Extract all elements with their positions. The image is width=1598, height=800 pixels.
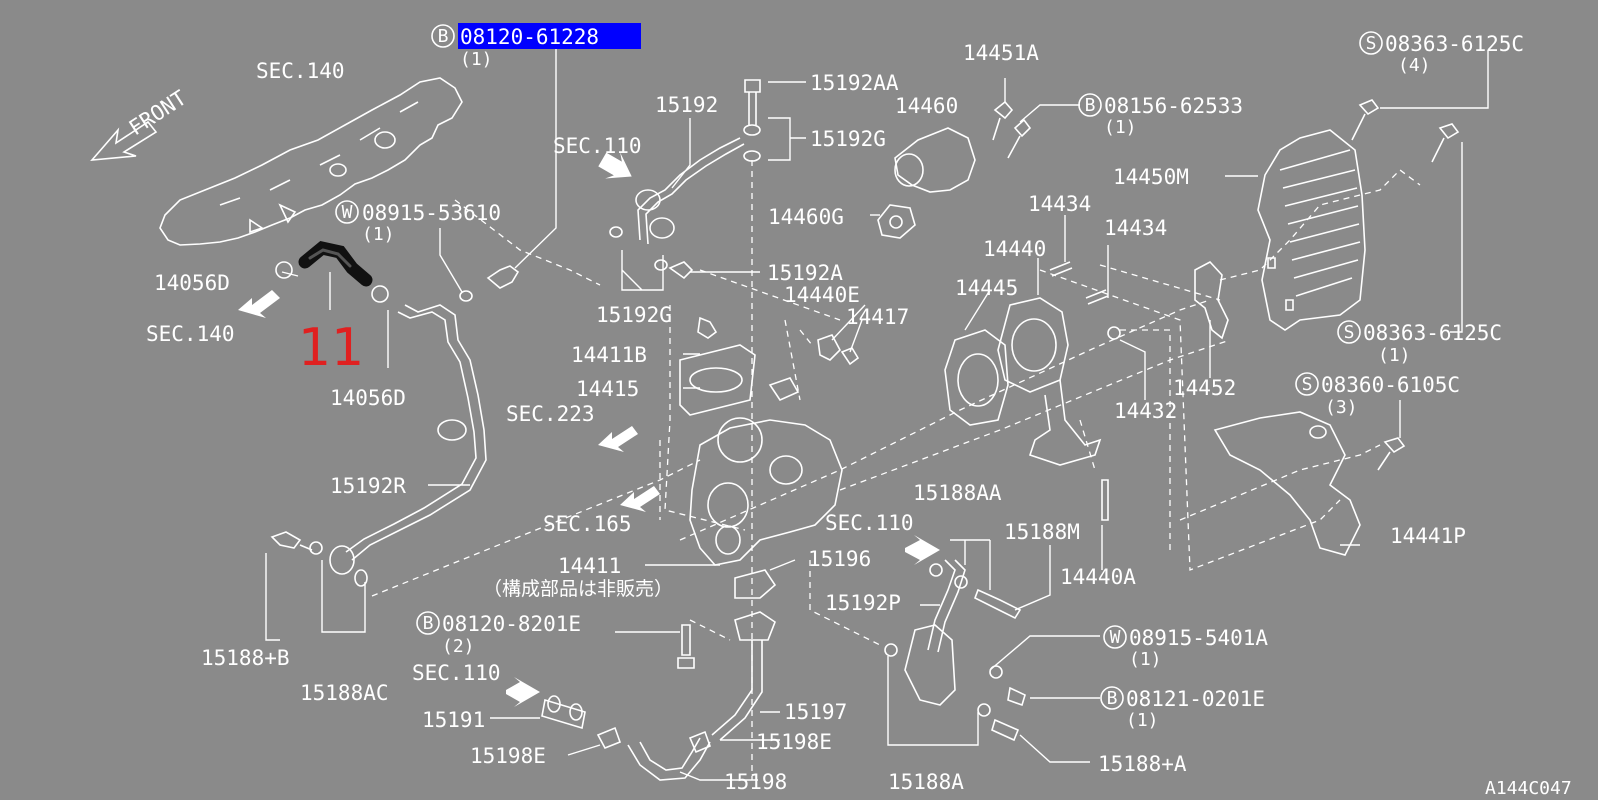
label-15192AA: 15192AA (810, 71, 899, 95)
label-14441P: 14441P (1390, 524, 1466, 548)
assembly-lines (371, 169, 1421, 646)
front-arrow (90, 120, 158, 161)
label-sec110-top: SEC.110 (553, 134, 642, 158)
label-15198E-left: 15198E (470, 744, 546, 768)
label-15188AA: 15188AA (913, 481, 1002, 505)
selection-highlight (458, 23, 641, 49)
label-14440A: 14440A (1060, 565, 1136, 589)
label-b08121-0201E-prefix: B (1107, 688, 1118, 709)
label-w08915-5401A: 08915-5401A (1129, 626, 1268, 650)
arrow-sec110-top (598, 152, 632, 179)
label-w08915-53610-qty: (1) (362, 224, 395, 245)
label-15192P: 15192P (825, 591, 901, 615)
label-15192G-bottom: 15192G (596, 303, 672, 327)
label-14056D-a: 14056D (154, 271, 230, 295)
label-s08360-6105C-prefix: S (1302, 374, 1313, 395)
heat-cover-14450M (1257, 129, 1366, 331)
label-b08156-62533-prefix: B (1085, 95, 1096, 116)
label-14432: 14432 (1114, 399, 1177, 423)
label-14460G: 14460G (768, 205, 844, 229)
label-15192A: 15192A (767, 261, 843, 285)
label-sec223: SEC.223 (506, 402, 595, 426)
label-14434-b: 14434 (1104, 216, 1167, 240)
exhaust-manifold (159, 77, 463, 246)
label-s08363-6125C-top: 08363-6125C (1385, 32, 1524, 56)
part-drawings (90, 77, 1460, 781)
label-15188B: 15188+B (201, 646, 290, 670)
label-sec110-bottom: SEC.110 (412, 661, 501, 685)
egr-valve-14411 (689, 419, 843, 566)
label-s08363-6125C-top-prefix: S (1366, 33, 1377, 54)
label-15192G-top: 15192G (810, 127, 886, 151)
label-14460: 14460 (895, 94, 958, 118)
label-b08156-62533-qty: (1) (1104, 117, 1137, 138)
callout-number: 11 (298, 318, 364, 378)
arrow-sec165 (620, 486, 660, 512)
label-14451A: 14451A (963, 41, 1039, 65)
label-15192R: 15192R (330, 474, 406, 498)
label-15191: 15191 (422, 708, 485, 732)
label-w08915-5401A-qty: (1) (1129, 649, 1162, 670)
highlighted-part-number[interactable]: B 08120-61228 (1) (431, 23, 641, 70)
label-w08915-53610-prefix: W (342, 202, 353, 223)
label-sec110-mid: SEC.110 (825, 511, 914, 535)
part-labels: FRONT SEC.140 14056D SEC.140 14056D W 08… (125, 31, 1572, 799)
label-15192: 15192 (655, 93, 718, 117)
label-14411-note: （構成部品は非販売） (483, 578, 673, 600)
label-s08363-6125C-bottom-prefix: S (1344, 322, 1355, 343)
label-15188plusA: 15188+A (1098, 752, 1187, 776)
arrow-sec140-left (238, 290, 280, 318)
label-b08121-0201E: 08121-0201E (1126, 687, 1265, 711)
label-15196: 15196 (808, 547, 871, 571)
label-14445: 14445 (955, 276, 1018, 300)
label-15188A: 15188A (888, 770, 964, 794)
label-w08915-5401A-prefix: W (1110, 627, 1121, 648)
label-15188AC: 15188AC (300, 681, 389, 705)
label-sec140-left: SEC.140 (146, 322, 235, 346)
label-w08915-53610: 08915-53610 (362, 201, 501, 225)
label-b08120-8201E-qty: (2) (442, 636, 475, 657)
label-14440E: 14440E (784, 283, 860, 307)
label-s08363-6125C-bottom-qty: (1) (1378, 345, 1411, 366)
highlighted-part-number-text: 08120-61228 (460, 25, 599, 49)
label-14440: 14440 (983, 237, 1046, 261)
label-14434-a: 14434 (1028, 192, 1091, 216)
label-14411: 14411 (558, 554, 621, 578)
section-arrows (238, 152, 940, 707)
arrow-sec110-mid (905, 535, 940, 565)
label-14411B: 14411B (571, 343, 647, 367)
highlighted-part-prefix: B (438, 26, 449, 47)
arrow-sec110-bottom (506, 677, 540, 707)
label-b08121-0201E-qty: (1) (1126, 710, 1159, 731)
label-sec140-top: SEC.140 (256, 59, 345, 83)
label-b08120-8201E: 08120-8201E (442, 612, 581, 636)
label-14056D-b: 14056D (330, 386, 406, 410)
label-s08360-6105C-qty: (3) (1325, 397, 1358, 418)
label-14452: 14452 (1173, 376, 1236, 400)
leader-lines (265, 48, 1489, 781)
label-14450M: 14450M (1113, 165, 1189, 189)
label-15197: 15197 (784, 700, 847, 724)
label-b08156-62533: 08156-62533 (1104, 94, 1243, 118)
label-15188M: 15188M (1004, 520, 1080, 544)
label-15198E-right: 15198E (756, 730, 832, 754)
label-sec165: SEC.165 (543, 512, 632, 536)
label-b08120-8201E-prefix: B (423, 613, 434, 634)
heat-shield-14441P (1213, 411, 1361, 556)
label-15198: 15198 (724, 770, 787, 794)
label-s08363-6125C-top-qty: (4) (1398, 55, 1431, 76)
label-14417: 14417 (846, 305, 909, 329)
front-label: FRONT (125, 85, 191, 140)
arrow-sec223 (598, 426, 638, 452)
label-s08360-6105C: 08360-6105C (1321, 373, 1460, 397)
label-14415: 14415 (576, 377, 639, 401)
label-s08363-6125C-bottom: 08363-6125C (1363, 321, 1502, 345)
drawing-code: A144C047 (1485, 778, 1572, 799)
highlighted-part-qty: (1) (460, 49, 493, 70)
